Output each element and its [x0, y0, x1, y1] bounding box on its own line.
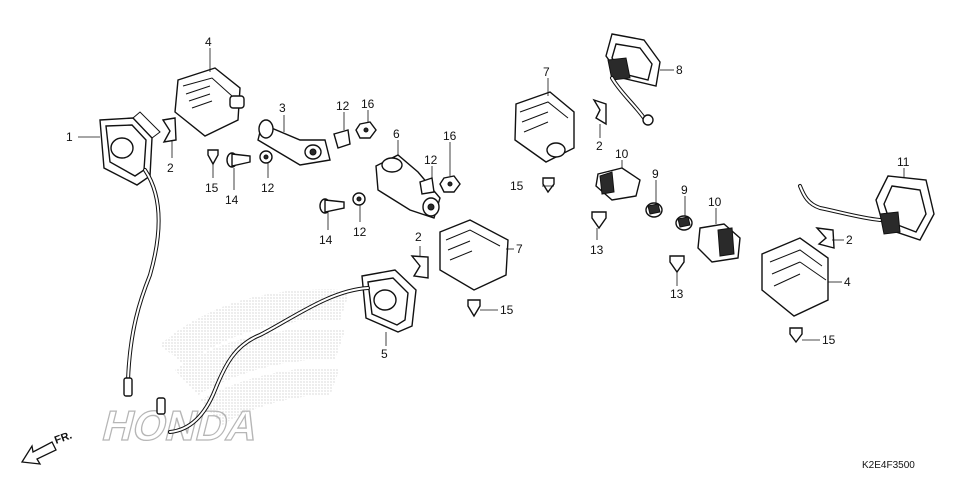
- callout-14: 14: [319, 233, 333, 247]
- callout-9: 9: [681, 183, 688, 197]
- part-5-turn-signal: [156, 269, 417, 434]
- part-4-cover-upper: [174, 67, 245, 137]
- part-16-nut-b: [439, 175, 461, 193]
- callout-6: 6: [393, 127, 400, 141]
- part-7-cover-upper: [514, 91, 575, 163]
- part-14-bolt-a: [226, 152, 251, 168]
- part-12-collar-d: [419, 177, 435, 195]
- part-14-bolt-b: [319, 198, 345, 214]
- part-2-clip-c: [410, 255, 429, 279]
- front-direction-arrow: FR.: [20, 429, 74, 465]
- callout-2: 2: [596, 139, 603, 153]
- callout-13: 13: [590, 243, 604, 257]
- part-15-screw-c: [542, 177, 555, 194]
- part-15-screw-b: [467, 299, 481, 318]
- part-15-screw-a: [207, 149, 219, 166]
- callout-16: 16: [361, 97, 375, 111]
- part-12-washer-c: [352, 192, 366, 206]
- callout-15: 15: [510, 179, 524, 193]
- watermark-logo: HONDA: [97, 289, 350, 450]
- part-10-socket-b: [697, 223, 741, 263]
- part-10-socket-a: [595, 167, 641, 201]
- part-12-collar-b: [333, 129, 351, 149]
- part-1-turn-signal: [99, 111, 161, 397]
- callout-15: 15: [205, 181, 219, 195]
- callout-9: 9: [652, 167, 659, 181]
- callout-15: 15: [822, 333, 836, 347]
- callout-15: 15: [500, 303, 514, 317]
- callout-4: 4: [844, 275, 851, 289]
- callout-10: 10: [708, 195, 722, 209]
- part-2-clip-b: [592, 98, 607, 126]
- part-9-bulb-a: [645, 202, 663, 218]
- callout-2: 2: [167, 161, 174, 175]
- callout-3: 3: [279, 101, 286, 115]
- part-3-stay: [257, 119, 331, 166]
- callout-1: 1: [66, 130, 73, 144]
- part-12-washer-a: [259, 150, 273, 164]
- callout-11: 11: [897, 155, 910, 169]
- part-2-clip-d: [815, 227, 835, 249]
- part-4-cover-lower: [761, 237, 829, 317]
- watermark-text: HONDA: [98, 403, 264, 450]
- callout-14: 14: [225, 193, 239, 207]
- callout-10: 10: [615, 147, 629, 161]
- callout-13: 13: [670, 287, 684, 301]
- part-6-stay: [375, 154, 441, 219]
- callout-5: 5: [381, 347, 388, 361]
- diagram-code: K2E4F3500: [862, 460, 915, 471]
- callout-12: 12: [261, 181, 275, 195]
- callout-7: 7: [543, 65, 550, 79]
- callout-4: 4: [205, 35, 212, 49]
- callout-12: 12: [424, 153, 438, 167]
- callout-labels: 1 2 2 2 2 3 4 4 5 6 7 7 8 9 9 10 10 11 1…: [66, 35, 910, 361]
- part-13-screw-b: [669, 255, 685, 274]
- callout-12: 12: [353, 225, 367, 239]
- callout-12: 12: [336, 99, 350, 113]
- callout-2: 2: [846, 233, 853, 247]
- callout-2: 2: [415, 230, 422, 244]
- part-2-clip-a: [161, 117, 177, 143]
- callout-7: 7: [516, 242, 523, 256]
- part-13-screw-a: [591, 211, 607, 230]
- part-16-nut-a: [355, 121, 377, 139]
- callout-8: 8: [676, 63, 683, 77]
- front-direction-label: FR.: [53, 429, 74, 446]
- part-11-turn-signal: [798, 175, 935, 241]
- part-9-bulb-b: [675, 215, 693, 231]
- callout-16: 16: [443, 129, 457, 143]
- part-7-cover-lower: [439, 219, 509, 291]
- part-8-turn-signal: [605, 33, 661, 126]
- leader-lines: [78, 48, 905, 346]
- part-15-screw-d: [789, 327, 803, 344]
